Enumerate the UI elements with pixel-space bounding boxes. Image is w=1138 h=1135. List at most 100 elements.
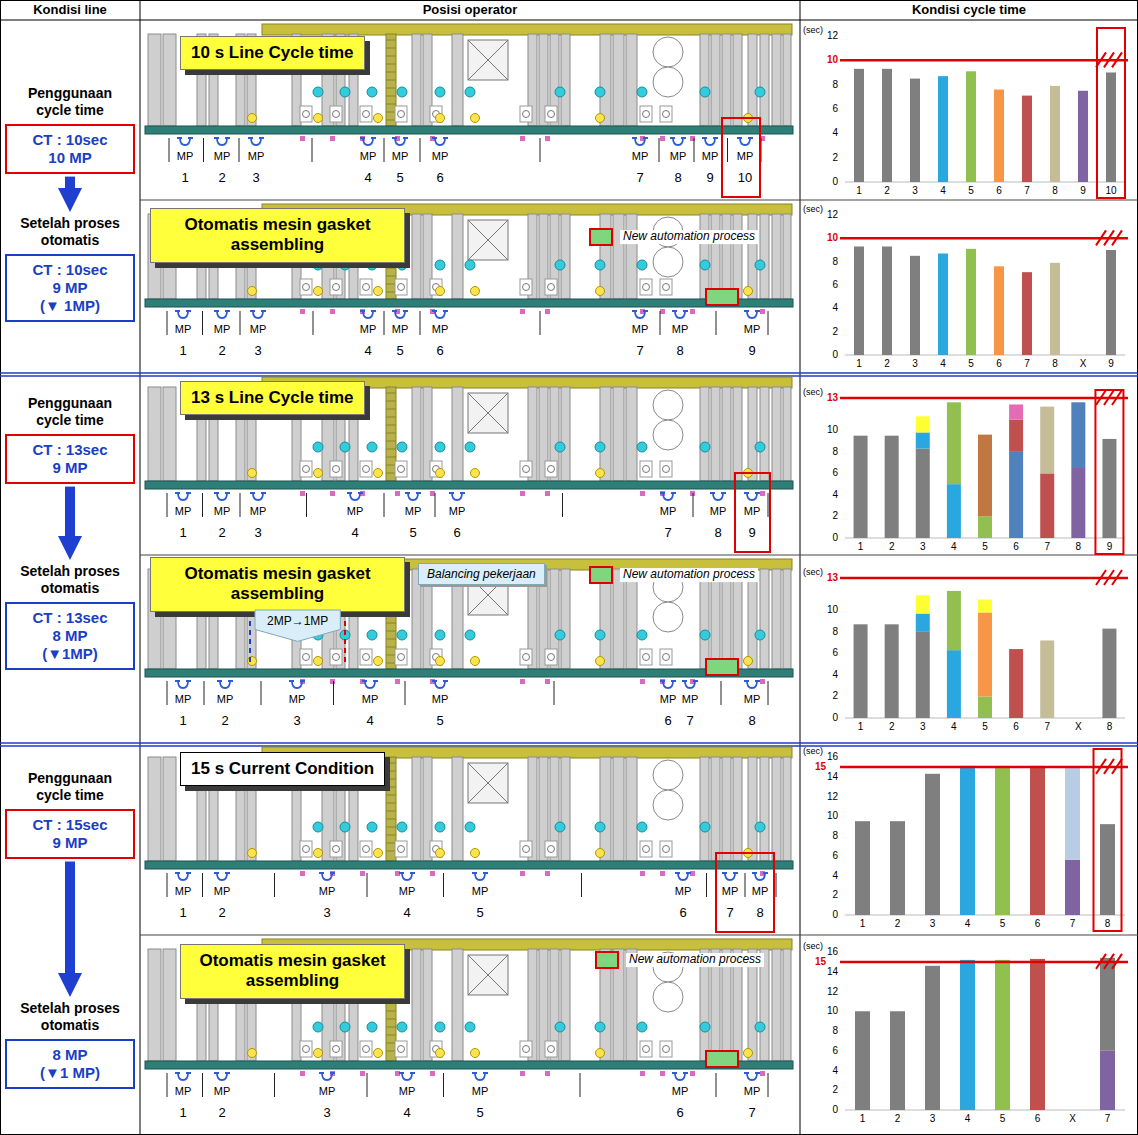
cycle-time-value: 9 MP — [11, 834, 129, 852]
bar-segment — [1050, 86, 1060, 182]
operator-index: 7 — [1105, 1113, 1111, 1125]
operator-icon — [675, 873, 691, 880]
operator-label: MP — [175, 505, 192, 518]
station-divider — [580, 1073, 581, 1097]
bar-segment — [994, 266, 1004, 355]
automation-swatch — [596, 952, 618, 968]
machine-column — [148, 387, 161, 481]
operator-label: MP — [702, 150, 719, 163]
process-dot — [663, 111, 670, 118]
pallet-marker — [300, 1071, 305, 1076]
operator-index: 5 — [968, 358, 974, 370]
station-divider — [312, 138, 313, 162]
pallet-marker — [545, 136, 550, 141]
station-divider — [554, 681, 555, 705]
node-text: 10 s Line Cycle time — [191, 43, 354, 63]
operator-label: MP — [214, 1085, 231, 1098]
process-dot — [643, 654, 650, 661]
workstation — [360, 841, 372, 857]
station-divider — [203, 138, 204, 162]
machine-column — [613, 387, 624, 481]
conveyor — [145, 299, 793, 307]
pallet-marker — [545, 871, 550, 876]
operator-icon — [632, 138, 648, 145]
machine-column — [783, 387, 791, 481]
bar-segment — [978, 600, 992, 613]
axis-tick: 0 — [832, 176, 838, 188]
flow-arrow — [65, 487, 75, 536]
machine-column — [772, 569, 781, 669]
station-divider — [768, 311, 769, 335]
machine-column — [613, 757, 624, 861]
operator-icon — [399, 1073, 415, 1080]
machine-column — [722, 214, 731, 299]
pallet-marker — [660, 871, 665, 876]
axis-unit: (sec) — [803, 941, 823, 951]
station-divider — [716, 1073, 717, 1097]
workstation — [545, 649, 557, 665]
pallet-marker — [545, 309, 550, 314]
ladder-rung — [386, 393, 396, 394]
operator-label: MP — [672, 323, 689, 336]
operator-head — [313, 822, 323, 832]
station-divider — [367, 873, 368, 897]
station-number: 3 — [254, 526, 261, 541]
bar-segment — [995, 960, 1010, 1110]
conveyor — [145, 481, 793, 489]
operator-head — [637, 442, 647, 452]
machine-column — [733, 214, 742, 299]
operator-icon — [175, 1073, 191, 1080]
assembly-line-illustration — [145, 24, 793, 197]
operator-index: 6 — [996, 185, 1002, 197]
machine-column — [700, 214, 709, 299]
process-point — [436, 1049, 445, 1058]
station-divider — [240, 311, 241, 335]
process-dot — [303, 284, 310, 291]
node-text: Otomatis mesin gasket assembling — [161, 564, 394, 605]
machine-column — [600, 387, 611, 481]
axis-tick: 12 — [827, 30, 838, 42]
machine-column — [561, 387, 570, 481]
process-point — [596, 849, 605, 858]
machine-column — [722, 569, 731, 669]
station-divider — [694, 138, 695, 162]
operator-head — [397, 1022, 407, 1032]
operator-index: 4 — [951, 541, 957, 553]
process-point — [744, 1049, 753, 1058]
ladder-rung — [386, 48, 396, 49]
chart-baseline — [845, 915, 1125, 916]
cycle-time-box: Penggunaan cycle timeCT : 15sec9 MP — [5, 770, 135, 859]
station-number: 5 — [396, 171, 403, 186]
machine-column — [452, 214, 463, 299]
ladder-rung — [386, 409, 396, 410]
operator-icon — [449, 493, 465, 500]
operator-index: 8 — [1052, 185, 1058, 197]
bar-segment — [1100, 824, 1115, 915]
line-hatch — [1112, 390, 1122, 405]
pallet-marker — [430, 871, 435, 876]
workstation — [640, 106, 652, 122]
process-point — [744, 657, 753, 666]
bar-segment — [1040, 640, 1054, 718]
station-number: 8 — [676, 344, 683, 359]
cycle-time-line — [840, 961, 1128, 964]
workstation — [660, 1041, 672, 1057]
ladder-rung — [386, 647, 396, 648]
operator-index: 3 — [912, 185, 918, 197]
operator-head — [555, 442, 565, 452]
axis-tick: 2 — [832, 511, 838, 523]
bar-segment — [1071, 402, 1085, 468]
station-divider — [384, 138, 385, 162]
pallet-marker — [545, 679, 550, 684]
bar-segment — [1009, 452, 1023, 538]
operator-label: MP — [682, 693, 699, 706]
line-hatch — [1112, 954, 1122, 969]
machine-column — [711, 34, 720, 126]
workstation — [545, 841, 557, 857]
workstation — [395, 461, 407, 477]
pallet-marker — [430, 1071, 435, 1076]
machine-column — [561, 569, 570, 669]
operator-label: MP — [670, 150, 687, 163]
operator-icon — [392, 311, 408, 318]
process-point — [314, 849, 323, 858]
